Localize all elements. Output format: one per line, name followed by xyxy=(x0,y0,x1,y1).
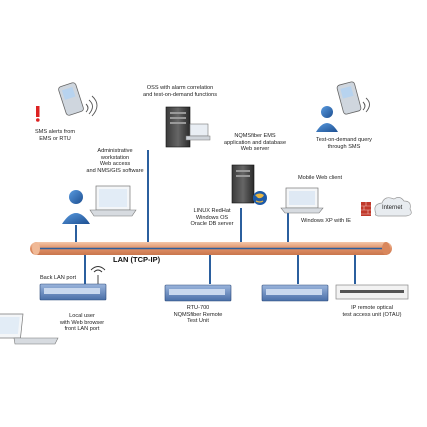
rtu-rack-center xyxy=(164,284,232,302)
oss-server-icon xyxy=(165,106,191,148)
local-user-laptop-icon xyxy=(0,313,59,345)
label-sms-alerts: SMS alerts from EMS or RTU xyxy=(34,129,76,142)
mobile-phone-icon xyxy=(336,81,362,115)
sms-phone-icon xyxy=(58,82,84,116)
internet-label: Internet xyxy=(382,205,403,211)
lan-pipe xyxy=(30,242,392,255)
label-nqms-ems: NQMSfiber EMS application and database W… xyxy=(223,133,287,153)
admin-person-icon xyxy=(62,190,90,224)
wifi-waves-icon xyxy=(85,95,98,117)
rtu-rack-left xyxy=(39,283,107,301)
oss-laptop-icon xyxy=(185,123,211,141)
label-admin-workstation: Administrative workstation Web access an… xyxy=(86,148,144,174)
rtu-rack-right xyxy=(261,284,329,302)
otau-unit-icon xyxy=(335,284,409,300)
ems-server-icon xyxy=(231,164,255,204)
label-mobile-client: Mobile Web client xyxy=(297,175,343,181)
wireless-antenna-icon xyxy=(90,266,106,286)
label-oss: OSS with alarm correlation and test-on-d… xyxy=(142,85,217,98)
person-icon-right xyxy=(316,106,338,132)
label-ip-otau: IP remote optical test access unit (OTAU… xyxy=(342,305,402,318)
lan-connectors xyxy=(75,150,356,284)
label-rtu: RTU-700 NQMSfiber Remote Test Unit xyxy=(173,305,223,325)
mobile-client-laptop-icon xyxy=(280,187,324,214)
admin-laptop-icon xyxy=(89,185,137,217)
alert-icon xyxy=(36,106,40,122)
label-test-on-demand: Test-on-demand query through SMS xyxy=(316,137,372,150)
label-winxp: Windows XP with IE xyxy=(301,218,351,224)
label-local-user: Local user with Web browser front LAN po… xyxy=(59,313,105,333)
lan-label: LAN (TCP-IP) xyxy=(113,255,161,264)
wifi-waves-icon-right xyxy=(362,97,370,113)
label-linux: LINUX RedHat Windows OS Oracle DB server xyxy=(190,208,234,228)
label-back-lan: Back LAN port xyxy=(39,275,77,281)
firewall-icon xyxy=(361,202,371,216)
globe-icon xyxy=(253,191,267,205)
internet-cloud-icon xyxy=(374,197,412,217)
